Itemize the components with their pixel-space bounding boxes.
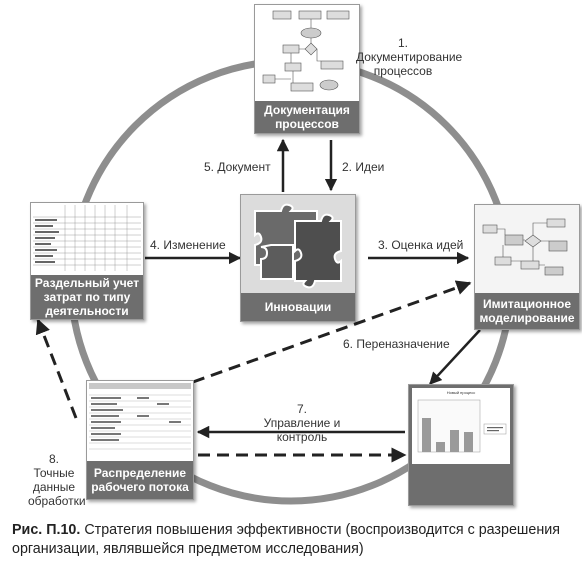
node-innovation: Инновации	[240, 194, 356, 322]
edge-label-4: 4. Изменение	[150, 238, 226, 252]
caption-label: Рис. П.10.	[12, 522, 81, 538]
node-documentation-label: Документация процессов	[255, 101, 359, 133]
chart-title: Новый процесс	[446, 390, 476, 395]
edge-label-1: 1. Документирование процессов	[356, 36, 463, 78]
node-simulation-label: Имитационное моделирование	[475, 293, 579, 329]
node-innovation-label: Инновации	[241, 293, 355, 321]
figure-caption: Рис. П.10. Стратегия повышения эффективн…	[12, 521, 577, 559]
edge-label-3: 3. Оценка идей	[378, 238, 464, 252]
edge-label-7: 7. Управление и контроль	[263, 402, 341, 444]
node-costing: Раздельный учет затрат по типу деятельно…	[30, 202, 144, 320]
node-workflow: Распределение рабочего потока	[86, 380, 194, 500]
node-costing-label: Раздельный учет затрат по типу деятельно…	[31, 275, 143, 319]
node-control-chart: Новый процесс	[408, 384, 514, 506]
edge-label-5: 5. Документ	[204, 160, 271, 174]
node-workflow-label: Распределение рабочего потока	[87, 461, 193, 499]
edge-label-2: 2. Идеи	[342, 160, 385, 174]
puzzle-icon	[241, 195, 355, 293]
node-simulation: Имитационное моделирование	[474, 204, 580, 330]
spreadsheet-thumbnail	[31, 203, 143, 273]
arrow-dashed-diagonal	[192, 280, 472, 384]
arrow-dashed-up	[35, 318, 78, 419]
workflow-thumbnail	[87, 381, 193, 459]
edge-label-8: 8. Точные данные обработки	[28, 452, 86, 508]
caption-text: Стратегия повышения эффективности (воспр…	[12, 522, 560, 557]
edge-label-6: 6. Переназначение	[343, 337, 450, 351]
process-model-thumbnail	[475, 205, 579, 293]
node-documentation: Документация процессов	[254, 4, 360, 134]
bar-chart-thumbnail	[417, 399, 507, 453]
arrow-reassignment	[429, 329, 481, 385]
chart-panel: Новый процесс	[412, 388, 510, 464]
flowchart-thumbnail	[262, 10, 350, 92]
